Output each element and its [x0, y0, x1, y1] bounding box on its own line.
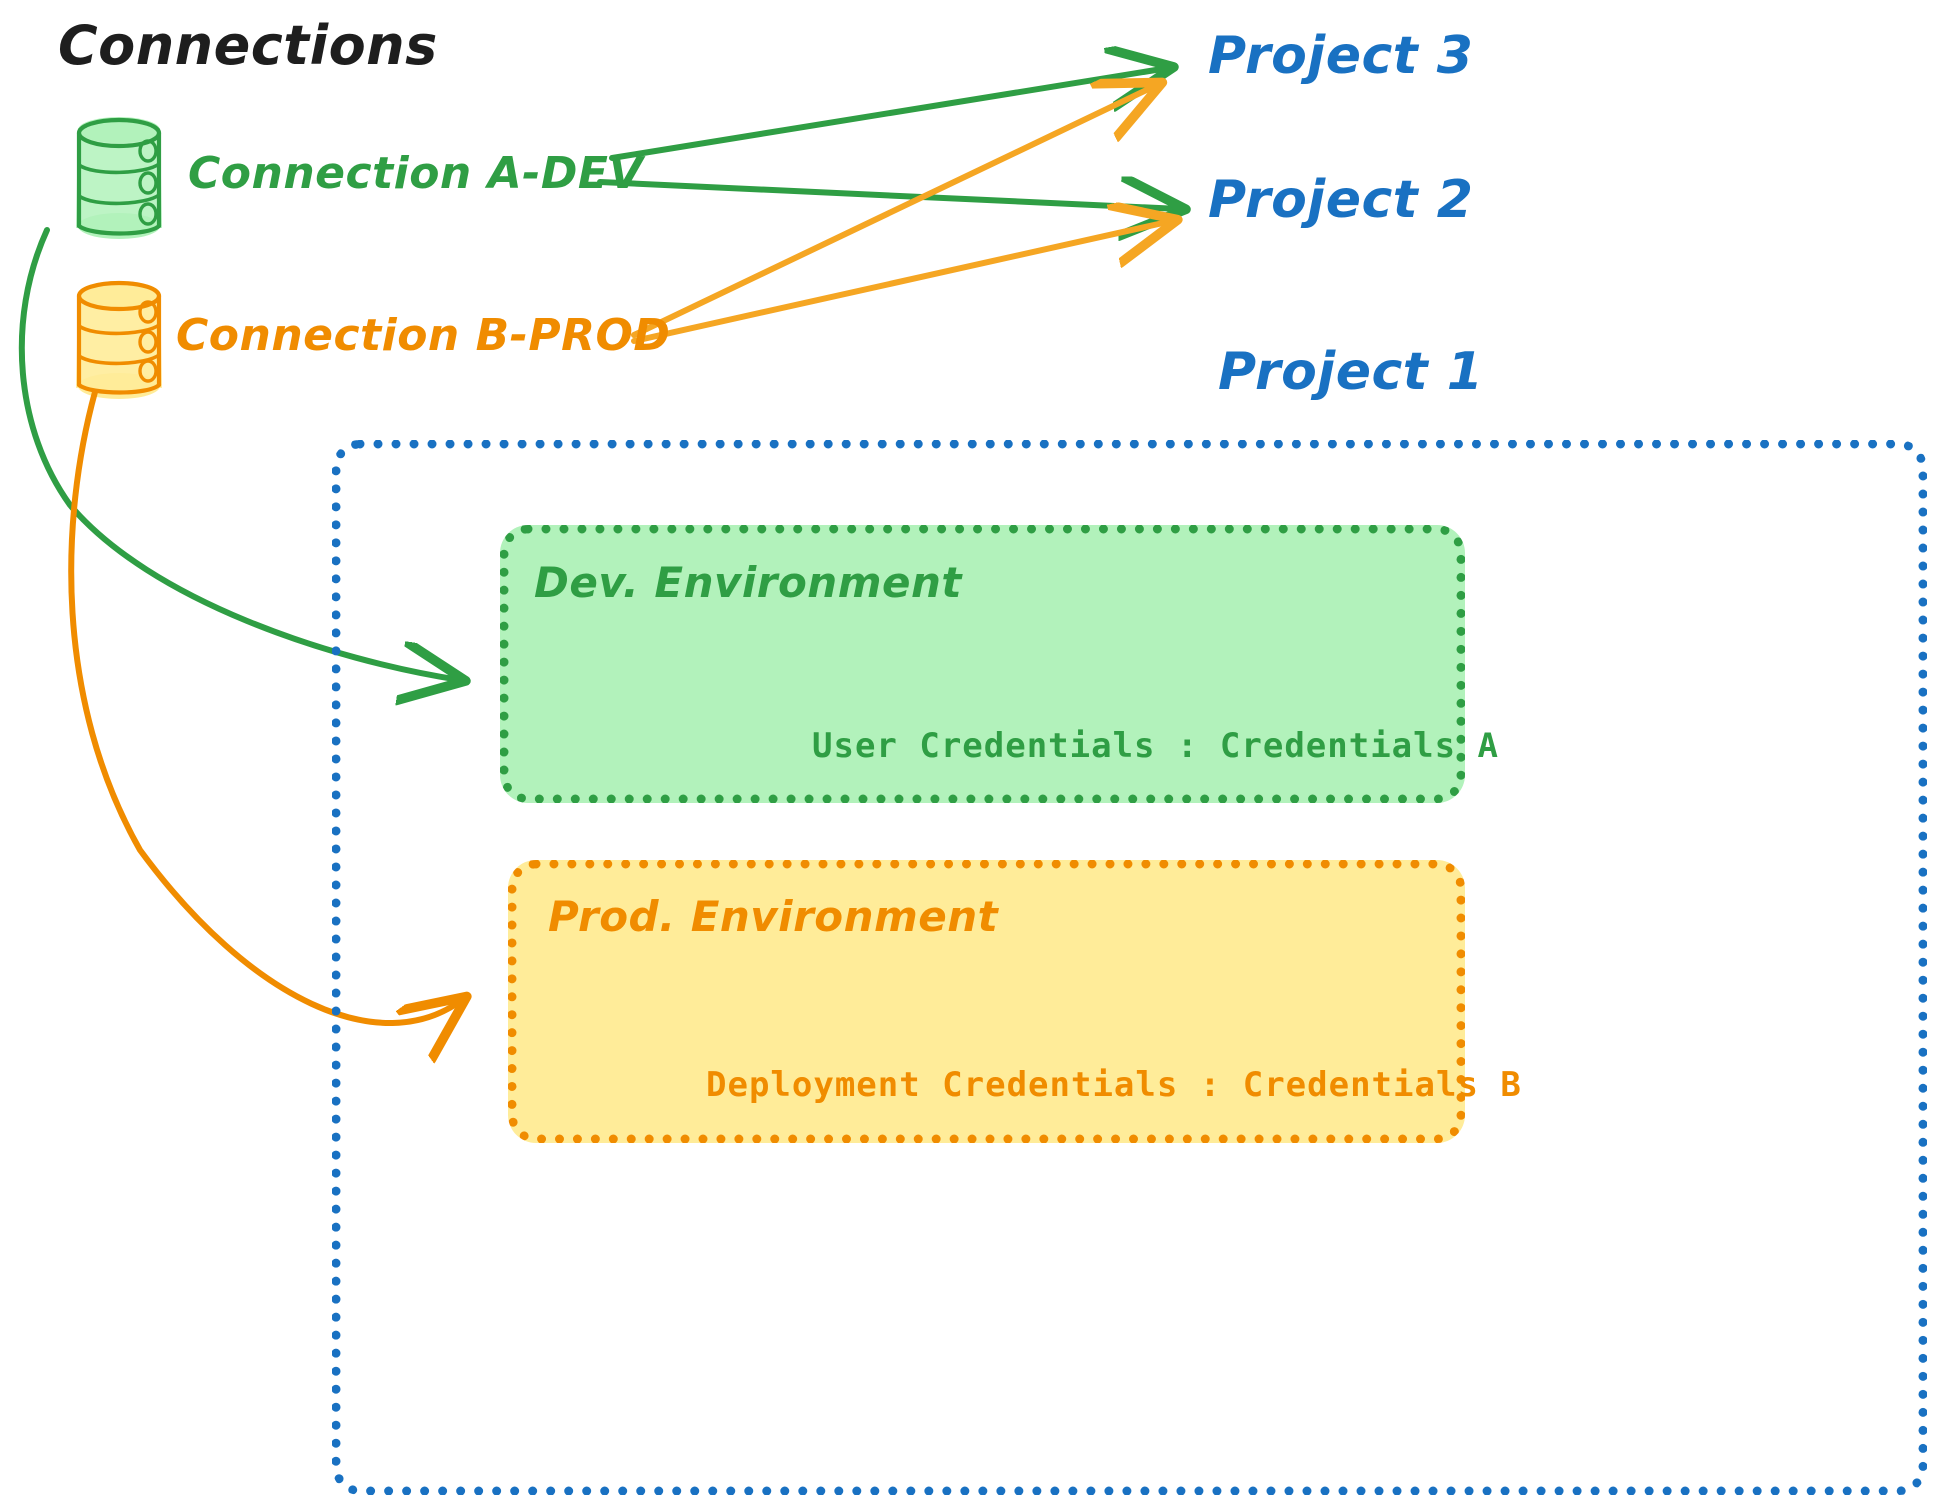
connection-a-label[interactable]: Connection A-DEV: [188, 148, 644, 199]
prod-environment-credentials: Deployment Credentials : Credentials B: [706, 1065, 1522, 1105]
project-2-label[interactable]: Project 2: [1208, 170, 1474, 230]
project-1-label[interactable]: Project 1: [1218, 342, 1484, 402]
database-cylinder-icon-connection-b[interactable]: [76, 280, 162, 399]
project-1-container: [332, 440, 1927, 1495]
prod-environment-title: Prod. Environment: [548, 892, 999, 941]
database-cylinder-icon-connection-a[interactable]: [76, 117, 162, 239]
prod-environment-box[interactable]: [508, 860, 1465, 1143]
edge-connection-a-to-project-3: [609, 68, 1168, 161]
dev-environment-title: Dev. Environment: [534, 558, 962, 607]
page-title: Connections: [58, 14, 438, 77]
edge-connection-b-to-project-2: [631, 221, 1172, 344]
edge-connection-b-to-project-3: [631, 85, 1157, 338]
dev-environment-box[interactable]: [500, 525, 1465, 803]
dev-environment-credentials: User Credentials : Credentials A: [812, 726, 1500, 766]
project-3-label[interactable]: Project 3: [1208, 26, 1474, 86]
connection-b-label[interactable]: Connection B-PROD: [176, 310, 671, 361]
edge-connection-a-to-project-2: [597, 182, 1180, 209]
